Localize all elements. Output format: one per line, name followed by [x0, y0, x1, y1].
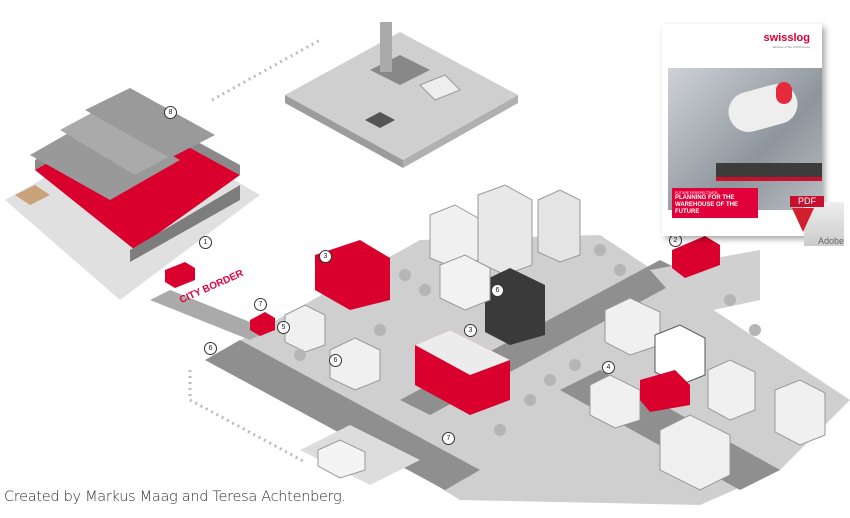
- city-buildings: [165, 184, 826, 491]
- title-box: FUTURE PERSPECTIVES: PLANNING FOR THE WA…: [672, 188, 758, 218]
- farm-island: [285, 22, 518, 168]
- download-arrow-icon: [792, 208, 814, 232]
- marker-5: 5: [277, 321, 290, 334]
- warehouse-island: [5, 88, 260, 300]
- trees: [294, 244, 761, 436]
- marker-4: 4: [602, 361, 615, 374]
- pdf-label: PDF: [790, 196, 824, 207]
- pdf-download-button[interactable]: PDF Adobe: [790, 196, 846, 248]
- credit-caption: Created by Markus Maag and Teresa Achten…: [4, 489, 346, 505]
- title-line-1: PLANNING FOR THE: [675, 195, 735, 201]
- robot-table: [716, 163, 822, 181]
- brand-subtitle: Member of the KUKA Group: [772, 45, 810, 49]
- adobe-label: Adobe: [817, 236, 844, 246]
- marker-7: 7: [254, 298, 267, 311]
- marker-1: 1: [199, 236, 212, 249]
- robot-arm-photo: FUTURE PERSPECTIVES: PLANNING FOR THE WA…: [668, 68, 822, 218]
- marker-3: 3: [464, 324, 477, 337]
- marker-7: 7: [442, 432, 455, 445]
- marker-3: 3: [319, 250, 332, 263]
- swisslog-logo: swisslog: [763, 32, 810, 44]
- title-line-2: WAREHOUSE OF THE FUTURE: [675, 202, 739, 215]
- marker-6: 6: [491, 284, 504, 297]
- robot-joint: [776, 82, 792, 104]
- dotted-connections: [188, 38, 321, 464]
- marker-6: 6: [329, 354, 342, 367]
- kicker: FUTURE PERSPECTIVES:: [675, 191, 718, 195]
- marker-6: 6: [204, 342, 217, 355]
- marker-8: 8: [164, 106, 177, 119]
